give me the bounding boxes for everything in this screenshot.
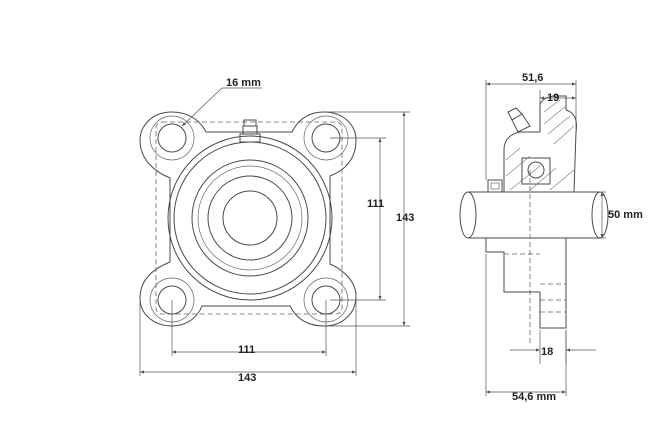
flange-recess-outline — [155, 121, 343, 315]
bolt-hole-top-left — [157, 123, 187, 153]
bolt-holes — [149, 115, 349, 323]
housing-lower — [485, 238, 567, 329]
inner-width-label: 111 — [238, 344, 255, 356]
shaft-bore — [222, 190, 278, 246]
front-view: 16 mm 111 143 111 143 — [139, 77, 414, 384]
total-width-label: 54,6 mm — [512, 391, 556, 403]
outer-width-label: 143 — [238, 372, 256, 384]
side-view: 51,6 19 50 mm 18 54,6 mm — [459, 72, 643, 403]
grease-nipple — [239, 119, 261, 143]
bolt-hole-label: 16 mm — [226, 77, 261, 89]
bearing-housing — [167, 135, 333, 301]
shaft-diameter-label: 50 mm — [608, 209, 643, 221]
housing-section — [487, 95, 577, 193]
locking-collar — [487, 179, 503, 193]
flange-thickness-label: 18 — [541, 346, 553, 358]
inner-height-label: 111 — [367, 198, 384, 210]
overall-depth-label: 51,6 — [522, 72, 543, 84]
bearing-ball — [527, 161, 545, 179]
outer-height-label: 143 — [396, 212, 414, 224]
grease-nipple-side — [507, 107, 531, 133]
shaft — [459, 170, 609, 345]
flange-depth-label: 19 — [547, 92, 559, 104]
